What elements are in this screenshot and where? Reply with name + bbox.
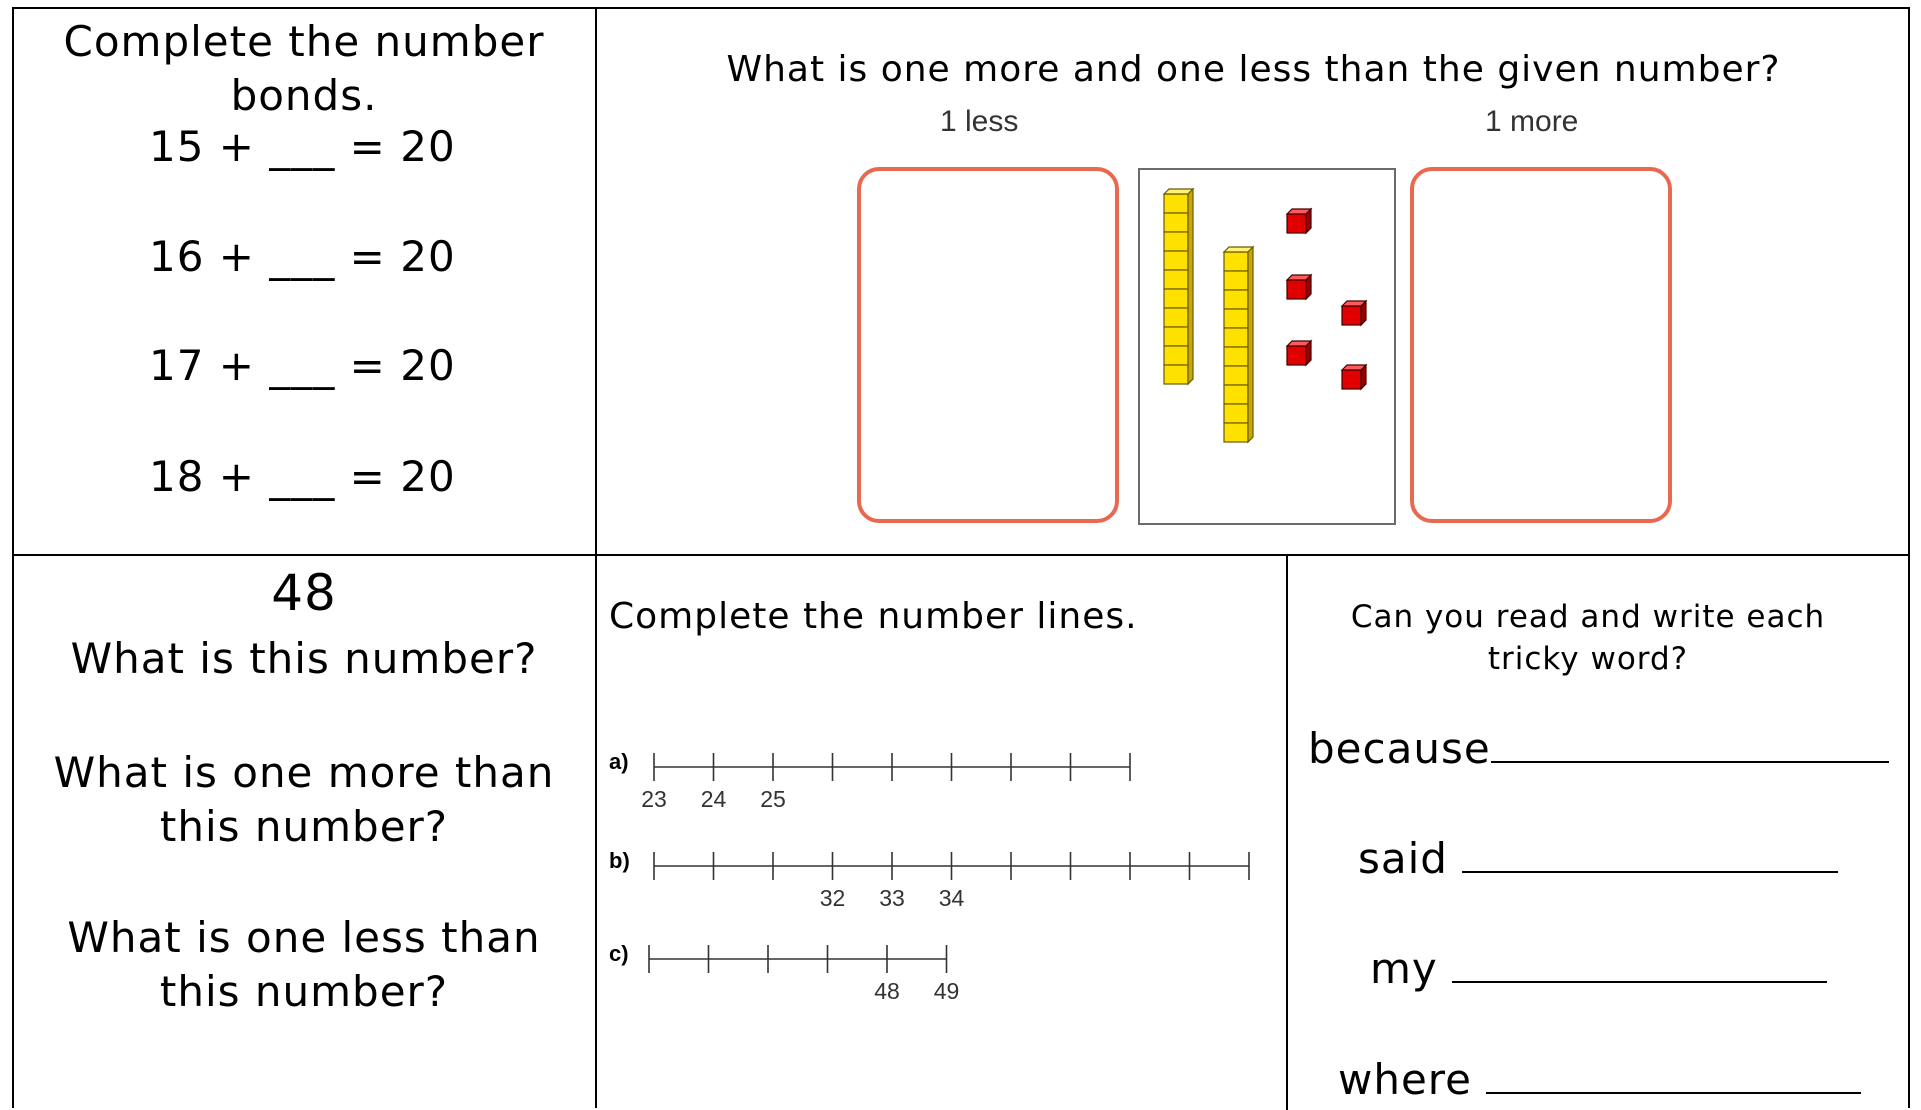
number-line-value: 23: [641, 786, 667, 812]
divider-vertical-right: [1286, 555, 1288, 1110]
rod-cube: [1163, 231, 1189, 252]
unit-cube: [1341, 305, 1362, 326]
bond-equation-4: 18 + ___ = 20: [149, 452, 456, 501]
tricky-word-row-3: my: [1370, 941, 1827, 993]
tricky-word-row-2: said: [1358, 831, 1838, 883]
number-line-value: 24: [701, 786, 727, 812]
tricky-word-write-line-1[interactable]: [1490, 721, 1889, 763]
number-line-value: 33: [879, 885, 905, 911]
rod-cube: [1163, 193, 1189, 214]
number-line-b: b) 32 33 34: [609, 848, 1250, 911]
more-less-question: What is one more and one less than the g…: [726, 49, 1781, 90]
number-bonds-panel: Complete the number bonds. 15 + ___ = 20…: [14, 9, 594, 554]
unit-cubes: [1285, 207, 1368, 391]
divider-vertical-left: [595, 9, 597, 1108]
base-ten-blocks-picture: [1138, 168, 1396, 525]
rod-cube: [1223, 422, 1249, 443]
tricky-word-because: because: [1308, 724, 1491, 773]
question-one-more: What is one more than this number?: [53, 748, 555, 851]
rod-cube: [1223, 346, 1249, 367]
base-ten-blocks-svg: [1162, 187, 1368, 444]
rod-cube: [1163, 269, 1189, 290]
rod-cube: [1223, 289, 1249, 310]
number-line-c: c) 48 49: [609, 941, 959, 1004]
tricky-word-write-line-4[interactable]: [1486, 1052, 1861, 1094]
rod-cube: [1163, 288, 1189, 309]
unit-cube-side: [1305, 207, 1312, 235]
rod-cube: [1163, 345, 1189, 366]
rod-cube: [1163, 307, 1189, 328]
rod-cube: [1163, 364, 1189, 385]
tricky-word-row-1: because: [1308, 721, 1889, 773]
rod-cube: [1223, 384, 1249, 405]
number-line-a: a) 23 24 25: [609, 749, 1131, 812]
rod-cube: [1223, 308, 1249, 329]
bond-equation-3: 17 + ___ = 20: [149, 341, 456, 390]
tricky-word-write-line-2[interactable]: [1461, 831, 1838, 873]
rod-cube: [1223, 251, 1249, 272]
number-line-value: 32: [820, 885, 846, 911]
one-more-answer-box[interactable]: [1410, 167, 1672, 523]
unit-cube: [1286, 345, 1307, 366]
unit-cube-side: [1305, 273, 1312, 301]
tricky-word-said: said: [1358, 834, 1448, 883]
one-less-label: 1 less: [940, 105, 1019, 138]
number-line-label: a): [609, 749, 629, 774]
number-line-value: 49: [934, 978, 960, 1004]
rod-side: [1187, 187, 1194, 386]
number-lines-title: Complete the number lines.: [609, 596, 1138, 637]
number-line-value: 48: [874, 978, 900, 1004]
unit-cube: [1286, 279, 1307, 300]
number-questions-panel: 48 What is this number? What is one more…: [14, 556, 594, 1110]
unit-cube: [1341, 369, 1362, 390]
rod-cube: [1223, 403, 1249, 424]
rod-cube: [1223, 270, 1249, 291]
unit-cube-side: [1360, 363, 1367, 391]
tricky-word-where: where: [1338, 1055, 1472, 1104]
number-lines-panel: Complete the number lines. a) 23 24 25 b) 32 3…: [597, 556, 1286, 1110]
tricky-word-write-line-3[interactable]: [1451, 941, 1827, 983]
tricky-word-row-4: where: [1338, 1052, 1861, 1104]
rod-side: [1247, 245, 1254, 444]
one-less-answer-box[interactable]: [857, 167, 1119, 523]
rod-cube: [1163, 212, 1189, 233]
given-number: 48: [271, 564, 337, 622]
question-this-number: What is this number?: [70, 634, 538, 683]
rod-cube: [1223, 365, 1249, 386]
number-line-value: 25: [760, 786, 786, 812]
bond-equation-2: 16 + ___ = 20: [149, 232, 456, 281]
number-line-value: 34: [939, 885, 965, 911]
number-lines-svg: a) 23 24 25 b) 32 33 34 c) 48 49: [609, 749, 1250, 1004]
number-line-label: b): [609, 848, 630, 873]
ten-rod-2: [1222, 245, 1255, 444]
worksheet: Complete the number bonds. 15 + ___ = 20…: [12, 7, 1910, 1110]
unit-cube: [1286, 213, 1307, 234]
tricky-word-my: my: [1370, 944, 1438, 993]
unit-cube-side: [1360, 299, 1367, 327]
number-line-label: c): [609, 941, 629, 966]
rod-cube: [1163, 250, 1189, 271]
tricky-words-panel: Can you read and write each tricky word?…: [1288, 556, 1910, 1110]
one-more-label: 1 more: [1485, 105, 1579, 138]
ten-rod-1: [1162, 187, 1195, 386]
number-bonds-title: Complete the number bonds.: [63, 17, 545, 120]
unit-cube-side: [1305, 339, 1312, 367]
bond-equation-1: 15 + ___ = 20: [149, 122, 456, 171]
question-one-less: What is one less than this number?: [67, 913, 541, 1016]
divider-horizontal: [14, 554, 1908, 556]
rod-cube: [1163, 326, 1189, 347]
more-less-panel: What is one more and one less than the g…: [597, 9, 1910, 554]
tricky-words-title: Can you read and write each tricky word?: [1350, 599, 1826, 677]
rod-cube: [1223, 327, 1249, 348]
